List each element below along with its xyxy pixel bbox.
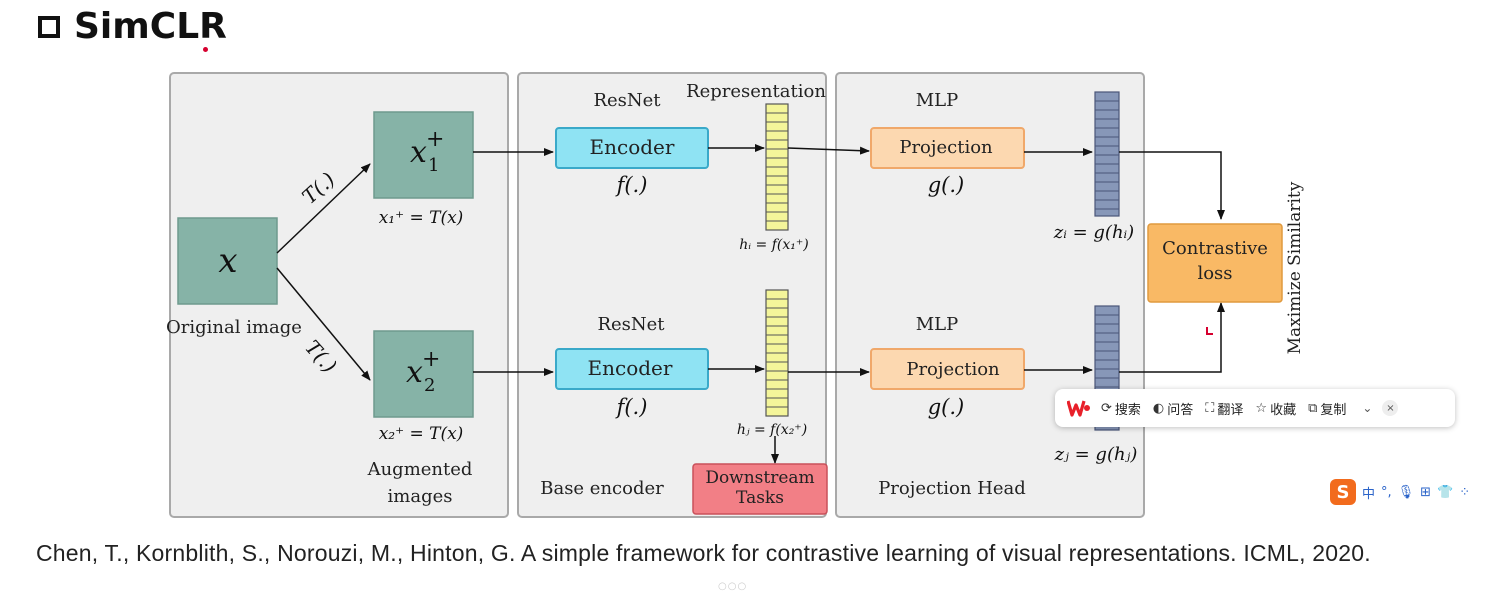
toolbox-icon[interactable]: ⁘ (1459, 484, 1471, 500)
downstream-label-line2: Tasks (736, 488, 784, 508)
projection-top-box (870, 127, 1025, 169)
small-red-mark (1206, 327, 1213, 335)
h-i-equation: hᵢ = f(x₁⁺) (739, 237, 808, 253)
z-i-equation: zᵢ = g(hᵢ) (1053, 222, 1134, 243)
representation-vector-bottom (765, 289, 789, 417)
chevron-down-icon[interactable]: ⌄ (1362, 401, 1373, 415)
g-bottom-label: g(.) (928, 395, 965, 419)
copy-icon: ⧉ (1308, 400, 1318, 416)
base-encoder-panel (517, 72, 827, 518)
arrow-rep-top-projection (787, 146, 870, 155)
projection-bottom-label: Projection (906, 359, 1000, 380)
text-selection-toolbar: ⟳ 搜索 ◐ 问答 ⛶ 翻译 ☆ 收藏 ⧉ 复制 ⌄ × (1055, 389, 1455, 427)
mlp-label-top: MLP (916, 90, 959, 111)
search-icon: ⟳ (1101, 400, 1112, 416)
mlp-label-bottom: MLP (916, 314, 959, 335)
aug1-symbol: x (410, 135, 427, 170)
encoder-bottom-label: Encoder (588, 356, 673, 380)
aug1-superscript: + (426, 127, 444, 152)
g-top-label: g(.) (928, 173, 965, 197)
z-j-equation: zⱼ = g(hⱼ) (1054, 444, 1138, 465)
base-encoder-label: Base encoder (540, 478, 664, 499)
keyboard-icon[interactable]: ⊞ (1420, 484, 1432, 500)
aug2-equation: x₂⁺ = T(x) (379, 424, 464, 444)
aug1-subscript: 1 (428, 155, 439, 176)
f-bottom-label: f(.) (615, 395, 648, 419)
microphone-icon[interactable]: 🎙 (1397, 484, 1415, 500)
ime-mode-label[interactable]: 中 (1362, 486, 1376, 502)
red-cursor-dot (203, 47, 208, 52)
arrow-z-bottom-loss (1119, 302, 1225, 373)
copy-button[interactable]: ⧉ 复制 (1308, 399, 1346, 418)
square-bullet-icon (38, 15, 60, 38)
aug1-equation: x₁⁺ = T(x) (379, 208, 464, 228)
original-image-label: Original image (166, 317, 302, 338)
loss-label-line1: Contrastive (1162, 238, 1268, 259)
skin-icon[interactable]: 👕 (1437, 484, 1454, 500)
slide-title-text: SimCLR (74, 6, 227, 47)
close-toolbar-button[interactable]: × (1382, 400, 1399, 416)
augmented-image-1-box (373, 111, 474, 199)
f-top-label: f(.) (615, 173, 648, 197)
copy-label: 复制 (1320, 402, 1347, 418)
wps-logo-icon[interactable] (1067, 399, 1091, 417)
translate-label: 翻译 (1217, 402, 1244, 418)
simclr-diagram: x Original image T(.) T(.) x + 1 x₁⁺ = T… (166, 72, 1305, 518)
augmented-label-line1: Augmented (367, 459, 473, 480)
h-j-equation: hⱼ = f(x₂⁺) (737, 422, 807, 438)
projection-top-label: Projection (899, 137, 993, 158)
star-icon: ☆ (1255, 400, 1268, 416)
aug2-superscript: + (422, 347, 440, 372)
encoder-top-label: Encoder (590, 135, 675, 159)
ime-punctuation-label[interactable]: °, (1381, 484, 1392, 500)
resnet-label-bottom: ResNet (597, 314, 665, 335)
favorite-button[interactable]: ☆ 收藏 (1255, 399, 1296, 418)
arrow-z-top-loss (1119, 151, 1225, 220)
slide-title: SimCLR (38, 6, 227, 47)
representation-vector-top (765, 103, 789, 231)
resnet-label-top: ResNet (593, 90, 661, 111)
augmented-label-line2: images (388, 486, 453, 507)
chat-bubble-icon: ◐ (1152, 400, 1165, 416)
citation-text: Chen, T., Kornblith, S., Norouzi, M., Hi… (36, 540, 1371, 566)
projection-head-label: Projection Head (878, 478, 1026, 499)
favorite-label: 收藏 (1270, 402, 1297, 418)
sogou-logo-icon[interactable]: S (1330, 479, 1356, 505)
transform-arrow-upper (276, 163, 371, 254)
projection-bottom-box (870, 348, 1025, 390)
downstream-tasks-box (692, 463, 828, 515)
translate-button[interactable]: ⛶ 翻译 (1205, 399, 1243, 418)
translate-icon: ⛶ (1205, 400, 1215, 416)
maximize-similarity-label: Maximize Similarity (1285, 181, 1305, 354)
search-button[interactable]: ⟳ 搜索 (1101, 399, 1141, 418)
aug2-symbol: x (406, 355, 423, 390)
original-symbol: x (218, 241, 237, 281)
loss-label-line2: loss (1197, 263, 1232, 284)
slide-indicator-dots: ○○○ (718, 581, 748, 592)
augmented-image-2-box (373, 330, 474, 418)
transform-arrow-lower (276, 267, 371, 381)
search-label: 搜索 (1114, 402, 1141, 418)
downstream-label-line1: Downstream (705, 468, 814, 488)
ime-status-bar: S 中 °, 🎙 ⊞ 👕 ⁘ (1330, 476, 1470, 508)
projection-vector-top (1094, 91, 1120, 217)
aug2-subscript: 2 (424, 375, 435, 396)
qa-label: 问答 (1167, 402, 1194, 418)
representation-label: Representation (686, 81, 826, 102)
original-image-box (177, 217, 278, 305)
qa-button[interactable]: ◐ 问答 (1153, 399, 1193, 418)
contrastive-loss-box (1147, 223, 1283, 303)
